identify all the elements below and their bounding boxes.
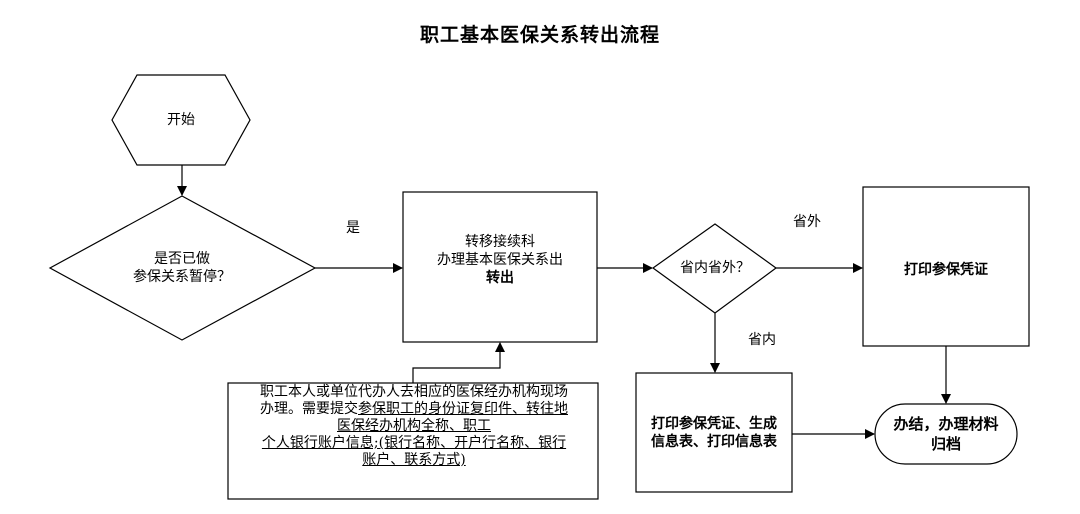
print-in-province-label: 打印参保凭证、生成 信息表、打印信息表 bbox=[636, 415, 792, 451]
decision-paused-line2: 参保关系暂停？ bbox=[133, 269, 231, 285]
note-line2: 办理。需要提交参保职工的身份证复印件、转往地 bbox=[230, 401, 598, 418]
note-line5: 账户、联系方式) bbox=[362, 452, 466, 468]
page-title: 职工基本医保关系转出流程 bbox=[419, 24, 660, 46]
start-node bbox=[111, 74, 251, 166]
note-line2-plain: 办理。需要提交 bbox=[260, 401, 358, 417]
decision-province-label: 省内省外？ bbox=[680, 260, 750, 276]
note-line4: 个人银行账户信息;(银行名称、开户行名称、银行 bbox=[261, 435, 567, 451]
finish-label: 办结，办理材料 归档 bbox=[875, 414, 1017, 454]
edge-note-to-transfer bbox=[412, 342, 505, 383]
edge-label-out-province: 省外 bbox=[793, 214, 821, 230]
edge-label-yes: 是 bbox=[346, 220, 360, 236]
edge-label-in-province: 省内 bbox=[748, 332, 776, 348]
print-in-province-node bbox=[635, 372, 793, 493]
finish-line2: 归档 bbox=[930, 435, 961, 453]
note-line2-underlined: 参保职工的身份证复印件、转往地 bbox=[358, 401, 568, 417]
note-line3: 医保经办机构全称、职工 bbox=[337, 418, 491, 434]
transfer-line2: 办理基本医保关系出 bbox=[437, 252, 563, 268]
print-in-line1: 打印参保凭证、生成 bbox=[651, 416, 777, 432]
finish-node bbox=[874, 403, 1018, 465]
transfer-line3: 转出 bbox=[486, 270, 514, 286]
note-box bbox=[227, 382, 599, 500]
transfer-node bbox=[402, 191, 598, 343]
print-out-province-label: 打印参保凭证 bbox=[904, 262, 988, 278]
start-label: 开始 bbox=[167, 112, 195, 128]
decision-paused-node bbox=[48, 195, 317, 341]
note-line1: 职工本人或单位代办人去相应的医保经办机构现场 bbox=[260, 384, 568, 400]
print-out-province-node bbox=[862, 186, 1030, 347]
print-in-line2: 信息表、打印信息表 bbox=[651, 434, 777, 450]
transfer-line1: 转移接续科 bbox=[465, 234, 535, 250]
finish-line1: 办结，办理材料 bbox=[893, 415, 999, 433]
note-text: 职工本人或单位代办人去相应的医保经办机构现场 办理。需要提交参保职工的身份证复印… bbox=[230, 384, 598, 496]
decision-paused-label: 是否已做 参保关系暂停？ bbox=[100, 250, 264, 286]
decision-paused-line1: 是否已做 bbox=[154, 251, 210, 267]
transfer-label: 转移接续科 办理基本医保关系出 转出 bbox=[403, 233, 597, 287]
